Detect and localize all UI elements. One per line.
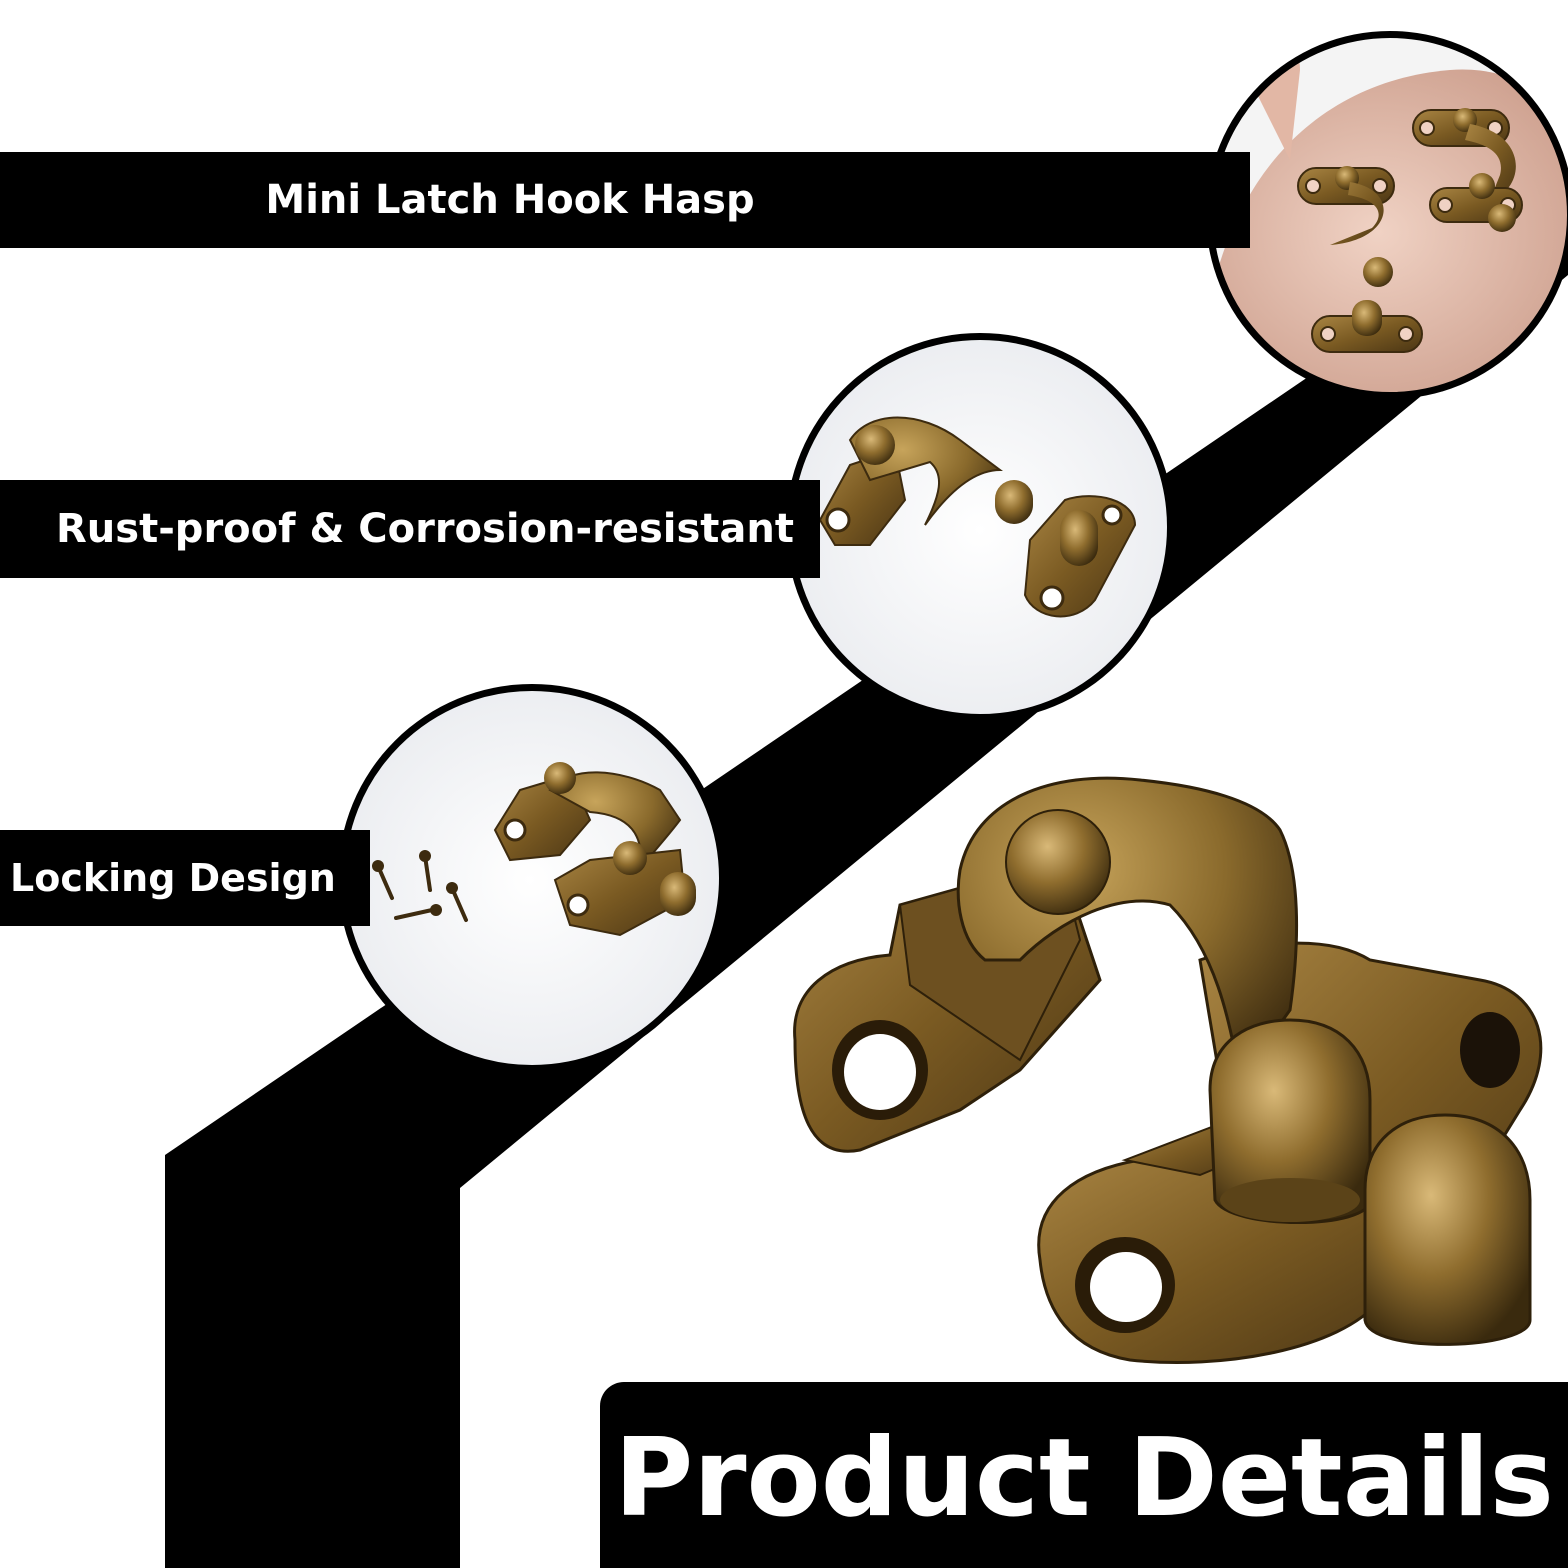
main-latch-photo bbox=[793, 776, 1543, 1364]
feature-label-locking: Locking Design bbox=[0, 830, 370, 926]
inset-photo-locked-hasp bbox=[338, 684, 726, 1072]
title-banner: Product Details bbox=[600, 1382, 1568, 1568]
feature-label-rust-proof: Rust-proof & Corrosion-resistant bbox=[0, 480, 820, 578]
inset-photo-open-hasp bbox=[786, 333, 1174, 721]
feature-label-text: Mini Latch Hook Hasp bbox=[265, 177, 755, 223]
feature-label-text: Locking Design bbox=[10, 856, 336, 900]
feature-label-mini-latch: Mini Latch Hook Hasp bbox=[0, 152, 1250, 248]
feature-label-text: Rust-proof & Corrosion-resistant bbox=[56, 506, 795, 552]
staircase-band bbox=[165, 200, 1568, 1568]
inset-photo-hand bbox=[1206, 31, 1568, 399]
page-title: Product Details bbox=[614, 1415, 1554, 1541]
